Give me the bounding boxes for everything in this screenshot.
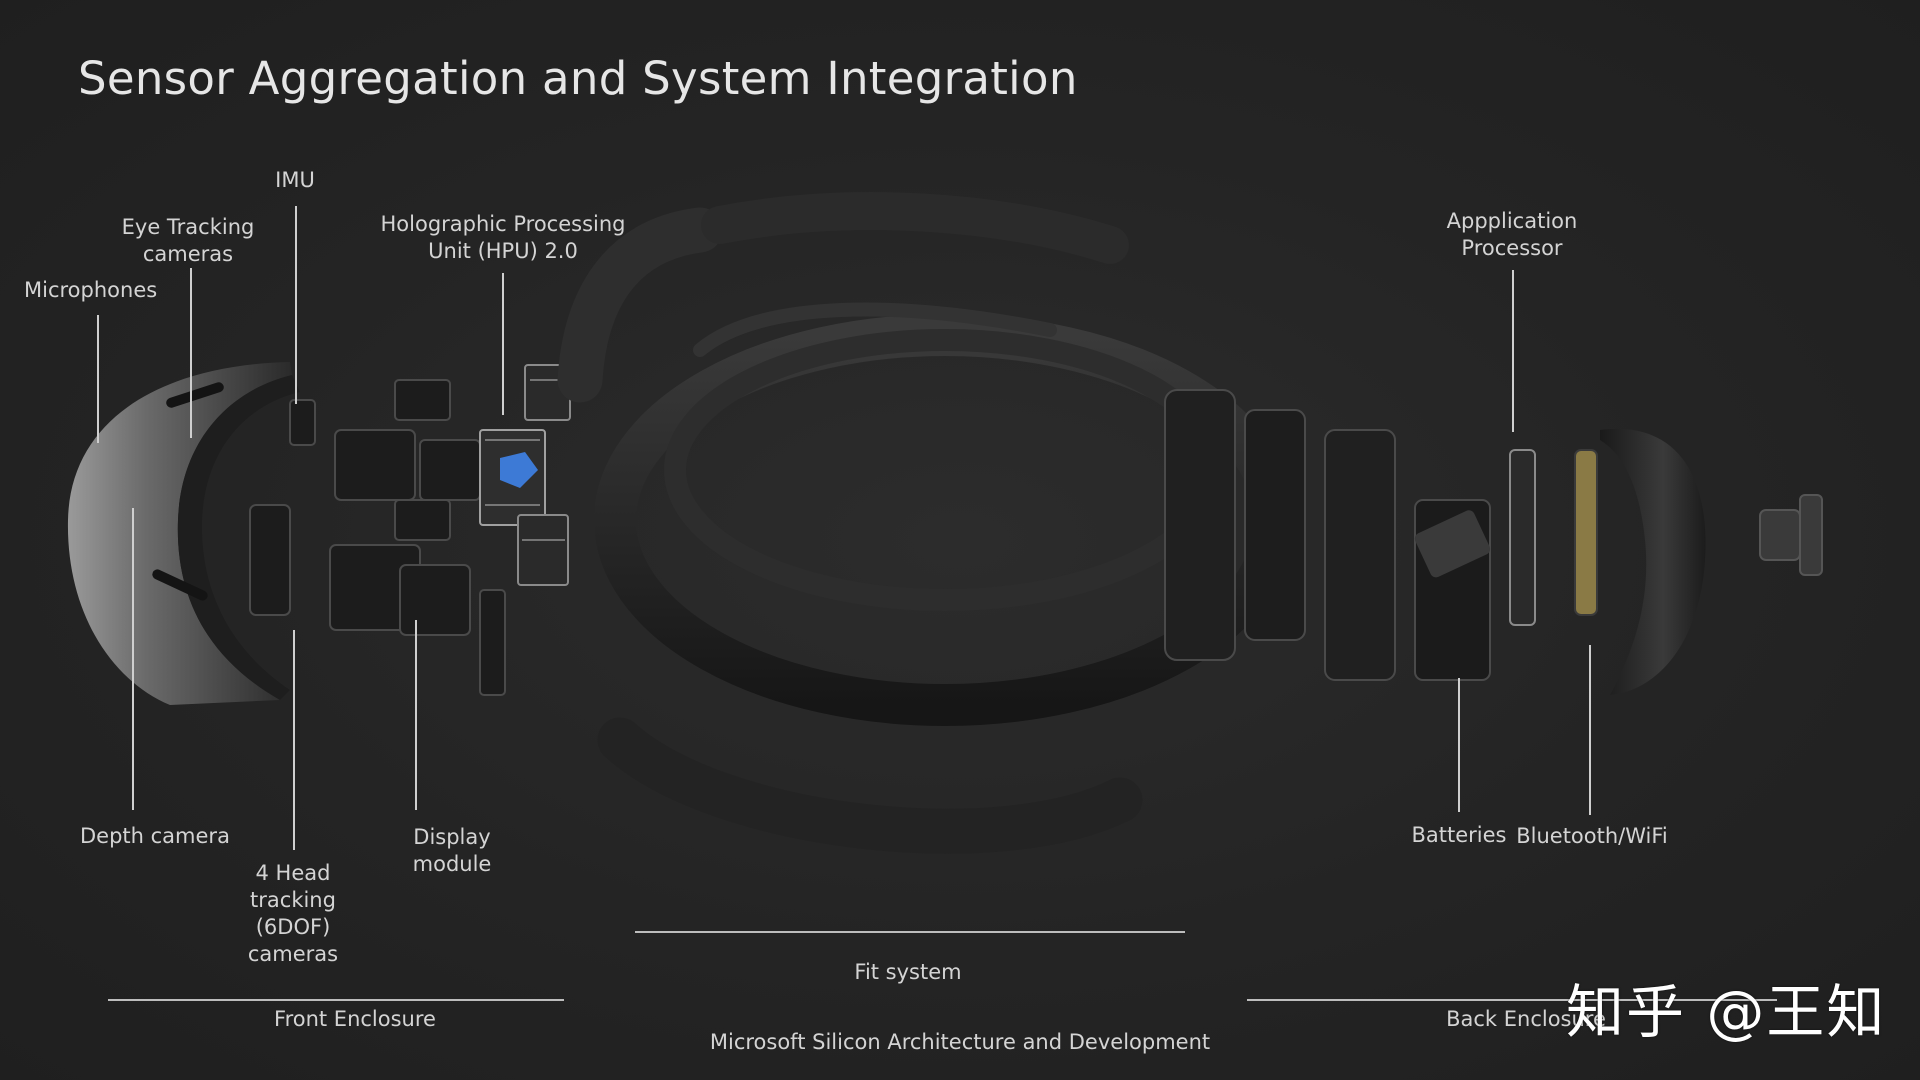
back-enclosure-shell [1574,428,1706,695]
divider-front-enclosure [108,999,564,1001]
label-head-tracking: 4 Head tracking (6DOF) cameras [247,861,339,966]
leader-batteries [1458,678,1460,812]
batteries-shape [1414,510,1491,578]
watermark: 知乎 @王知 [1566,978,1887,1046]
leader-imu [295,206,297,404]
back-connector [1759,494,1823,576]
divider-back-enclosure [1247,999,1777,1001]
label-imu: IMU [275,168,315,192]
front-sensor-parts [249,379,506,696]
label-bluetooth-wifi: Bluetooth/WiFi [1516,824,1668,848]
footer-credit: Microsoft Silicon Architecture and Devel… [709,1030,1211,1054]
section-back-enclosure: Back Enclosure [1446,1007,1606,1031]
leader-hpu [502,273,504,415]
label-microphones: Microphones [24,278,158,302]
label-hpu: Holographic Processing Unit (HPU) 2.0 [380,212,626,263]
leader-depth-camera [132,508,134,810]
label-display-module: Display module [412,825,492,876]
front-visor-shape [67,362,300,705]
divider-fit-system [635,931,1185,933]
label-depth-camera: Depth camera [80,824,230,848]
leader-microphones [97,315,99,443]
leader-head-tracking [293,630,295,850]
hpu-chip [500,452,538,488]
leader-eye-tracking [190,268,192,438]
hpu-boards [479,364,571,586]
label-eye-tracking: Eye Tracking cameras [121,215,255,266]
slide-title: Sensor Aggregation and System Integratio… [78,52,1078,105]
label-batteries: Batteries [1411,823,1507,847]
leader-app-processor [1512,270,1514,432]
label-app-processor: Appplication Processor [1446,209,1578,260]
leader-display-module [415,620,417,810]
section-fit-system: Fit system [854,960,962,984]
section-front-enclosure: Front Enclosure [274,1007,436,1031]
leader-bluetooth [1589,645,1591,815]
